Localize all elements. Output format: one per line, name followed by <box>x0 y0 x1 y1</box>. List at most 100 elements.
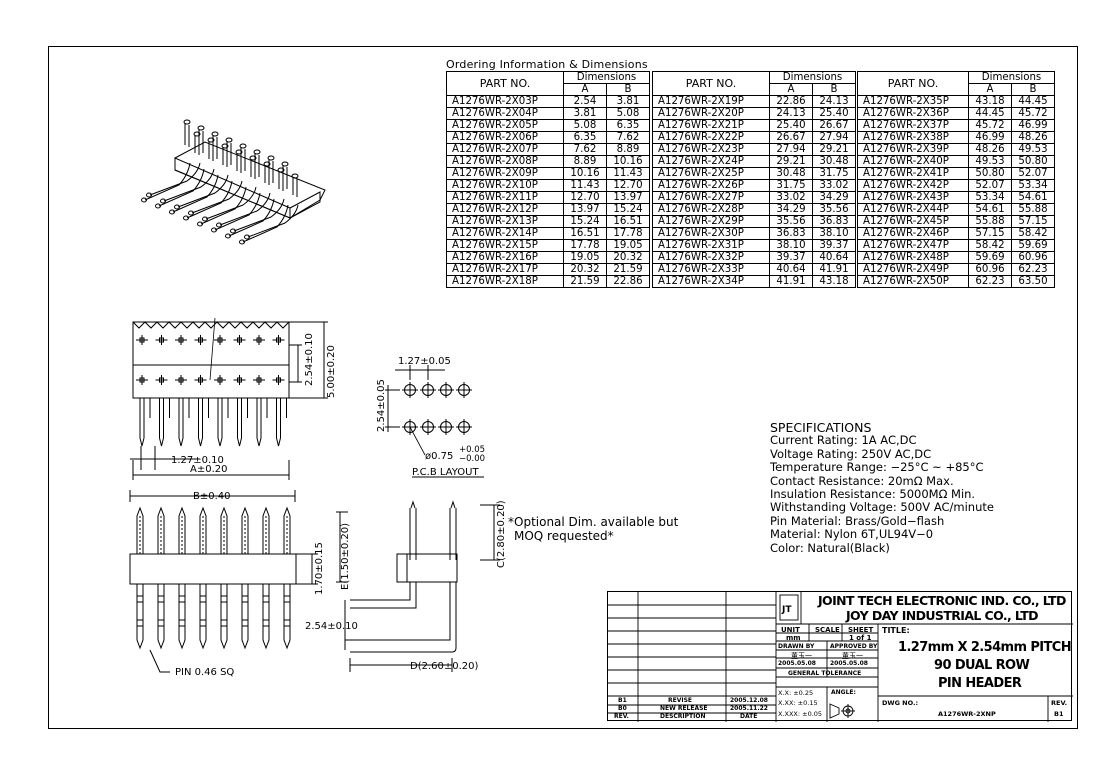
pin-square <box>178 377 184 383</box>
pcb-tol-minus: −0.00 <box>459 454 485 464</box>
iso-tail-end <box>230 228 236 234</box>
rev-row-desc: NEW RELEASE <box>660 705 708 712</box>
title-line-2: 90 DUAL ROW <box>934 658 1030 673</box>
pin-lower <box>262 584 270 650</box>
isometric-view <box>174 141 326 219</box>
unit-value: mm <box>786 634 801 642</box>
optional-note: *Optional Dim. available but MOQ request… <box>508 515 678 543</box>
iso-tail <box>228 198 275 237</box>
specs-heading: SPECIFICATIONS <box>770 420 872 435</box>
iso-pin-tip <box>239 143 247 149</box>
pin-tail <box>159 398 164 447</box>
rev-label: REV. <box>1051 699 1068 707</box>
pin-tail <box>256 398 262 447</box>
dim-d: D(2.60±0.20) <box>410 661 479 672</box>
pin-band <box>199 595 207 603</box>
iso-pin-tip <box>253 149 261 155</box>
iso-pin-tip <box>281 161 289 167</box>
dim-a-value: 21.59 <box>563 275 607 288</box>
iso-pin-tip <box>225 137 233 143</box>
specifications: SPECIFICATIONS Current Rating: 1A AC,DC … <box>770 421 994 555</box>
pin-band <box>157 619 165 627</box>
pin-upper <box>136 506 144 554</box>
pin-square <box>237 337 242 343</box>
dim-b-value: 7.62 <box>606 131 650 144</box>
spec-line: Temperature Range: −25°C ~ +85°C <box>770 460 984 475</box>
title-line-1: 1.27mm X 2.54mm PITCH <box>898 640 1072 655</box>
pin-square <box>217 337 223 343</box>
pin-tail <box>178 398 184 447</box>
general-tolerance: GENERAL TOLERANCE <box>788 670 862 677</box>
dim-170: 1.70±0.15 <box>314 542 325 595</box>
iso-pin-tip <box>263 161 271 167</box>
tolerance-1: X.X: ±0.25 <box>778 689 814 697</box>
pin-square <box>276 337 281 343</box>
iso-pin-tip <box>207 137 215 143</box>
iso-tail-end <box>188 210 194 216</box>
iso-tail <box>191 180 243 214</box>
iso-tail <box>200 186 247 225</box>
iso-pin-tip <box>183 119 191 125</box>
pin-lower <box>199 584 207 650</box>
pin-band <box>199 619 207 627</box>
iso-pin-tip <box>277 167 285 173</box>
pin-band <box>283 619 291 627</box>
pin-band <box>262 619 270 627</box>
iso-pin-tip <box>221 143 229 149</box>
dim-b-value: 43.18 <box>812 275 856 288</box>
pin-tail <box>217 398 223 447</box>
iso-tail-end <box>244 234 250 240</box>
company-logo-text: JT <box>781 605 792 615</box>
iso-pin-tip <box>267 155 275 161</box>
pin-square <box>276 377 281 383</box>
pin-band <box>220 619 228 627</box>
pin-tail <box>139 398 145 447</box>
pin-band <box>283 595 291 603</box>
pin-band <box>157 595 165 603</box>
iso-tail <box>149 162 201 196</box>
drawn-by: 董玉一 <box>791 652 812 660</box>
title-block-grid: JT <box>608 592 1073 722</box>
pin-upper <box>220 506 228 554</box>
approved-by-label: APPROVED BY <box>830 643 878 650</box>
pin-upper <box>199 506 207 554</box>
rev-row-date: 2005.12.08 <box>730 697 768 704</box>
spec-line: Material: Nylon 6T,UL94V−0 <box>770 527 934 542</box>
pin-upper <box>157 506 165 554</box>
pin-band <box>241 595 249 603</box>
pcb-title: P.C.B LAYOUT <box>412 467 479 478</box>
iso-pin-tip <box>211 131 219 137</box>
iso-tail-end <box>141 197 147 203</box>
iso-pin <box>282 165 288 189</box>
spec-line: Contact Resistance: 20mΩ Max. <box>770 473 954 488</box>
iso-tail <box>144 162 191 201</box>
spec-line: Current Rating: 1A AC,DC <box>770 433 917 448</box>
spec-line: Pin Material: Brass/Gold−flash <box>770 513 945 528</box>
rev-head-date: DATE <box>740 713 758 720</box>
iso-pin-tip <box>197 125 205 131</box>
iso-pin <box>226 141 232 165</box>
pin-lower <box>283 584 291 650</box>
pin-tail <box>198 398 203 447</box>
part-no-header: PART NO. <box>652 71 770 96</box>
pin-tail <box>237 398 242 447</box>
rev-head-code: REV. <box>614 713 629 720</box>
iso-tail <box>219 192 271 226</box>
pin-square <box>139 337 145 343</box>
iso-tail-end <box>216 222 222 228</box>
iso-tail <box>242 204 289 243</box>
iso-pin <box>292 177 298 197</box>
pcb-hole: ø0.75 <box>425 451 453 462</box>
